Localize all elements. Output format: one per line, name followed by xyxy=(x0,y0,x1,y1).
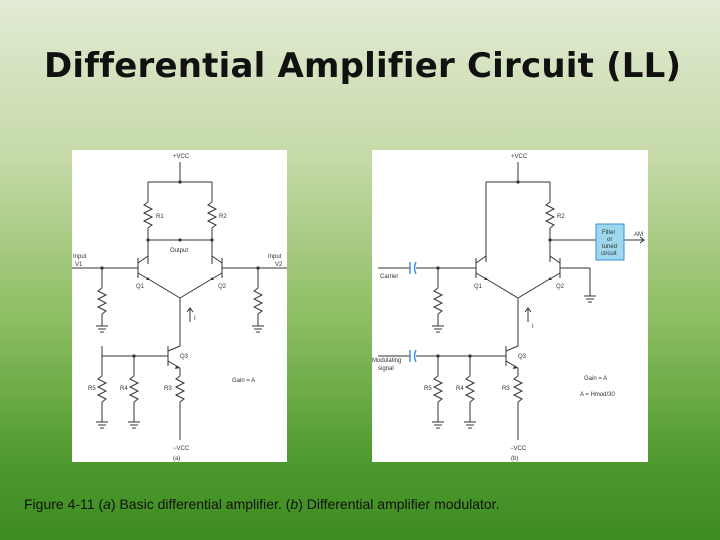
caption-mid-b: ) Differential amplifier modulator. xyxy=(298,496,500,512)
b-gain-eq: A = Hmod/30 xyxy=(580,392,616,398)
b-am-label: AM xyxy=(634,232,643,238)
a-input2-label: Input xyxy=(268,254,282,260)
a-q2-label: Q2 xyxy=(218,284,227,290)
b-filter-line1: Filter xyxy=(602,230,615,236)
a-input1-label: Input xyxy=(73,254,87,260)
a-r3-label: R3 xyxy=(164,386,172,392)
a-vcc-label: +VCC xyxy=(173,154,190,160)
caption-letter-b: b xyxy=(290,496,299,512)
slide-title: Differential Amplifier Circuit (LL) xyxy=(44,46,682,86)
a-vee-label: −VCC xyxy=(173,446,190,452)
b-r5-label: R5 xyxy=(424,386,432,392)
b-r4-label: R4 xyxy=(456,386,464,392)
b-filter-line3: tuned xyxy=(602,244,617,250)
a-q3-label: Q3 xyxy=(180,354,189,360)
circuit-a-diagram: +VCC R1 R2 Output Input V1 Input V2 Q1 Q… xyxy=(72,150,287,462)
b-vcc-label: +VCC xyxy=(511,154,528,160)
a-gain-label: Gain = A xyxy=(232,378,255,384)
b-q1-label: Q1 xyxy=(474,284,483,290)
a-sublabel: (a) xyxy=(173,456,180,462)
filter-block xyxy=(595,223,625,261)
a-q1-label: Q1 xyxy=(136,284,145,290)
a-input2-v: V2 xyxy=(275,262,283,268)
b-sublabel: (b) xyxy=(511,456,518,462)
b-modulating-line2: signal xyxy=(378,366,394,372)
a-r5-label: R5 xyxy=(88,386,96,392)
a-r1-label: R1 xyxy=(156,214,164,220)
b-gain-label: Gain = A xyxy=(584,376,607,382)
b-modulating-line1: Modulating xyxy=(372,358,401,364)
figure-caption: Figure 4-11 (a) Basic differential ampli… xyxy=(24,496,499,512)
b-current-label: I xyxy=(532,324,534,330)
b-r2-label: R2 xyxy=(557,214,565,220)
b-q3-label: Q3 xyxy=(518,354,527,360)
a-r2-label: R2 xyxy=(219,214,227,220)
caption-prefix: Figure 4-11 ( xyxy=(24,496,104,512)
a-current-label: I xyxy=(194,316,196,322)
b-vee-label: −VCC xyxy=(510,446,527,452)
b-filter-line4: circuit xyxy=(601,251,617,257)
b-filter-line2: or xyxy=(607,237,612,243)
b-q2-label: Q2 xyxy=(556,284,565,290)
a-output-label: Output xyxy=(170,248,188,254)
b-r3-label: R3 xyxy=(502,386,510,392)
b-carrier-label: Carrier xyxy=(380,274,398,280)
a-r4-label: R4 xyxy=(120,386,128,392)
circuit-b-diagram: +VCC R2 Filter or tuned circuit AM Carri… xyxy=(372,150,648,462)
a-input1-v: V1 xyxy=(75,262,83,268)
caption-mid-a: ) Basic differential amplifier. ( xyxy=(110,496,291,512)
caption-letter-a: a xyxy=(103,496,111,512)
